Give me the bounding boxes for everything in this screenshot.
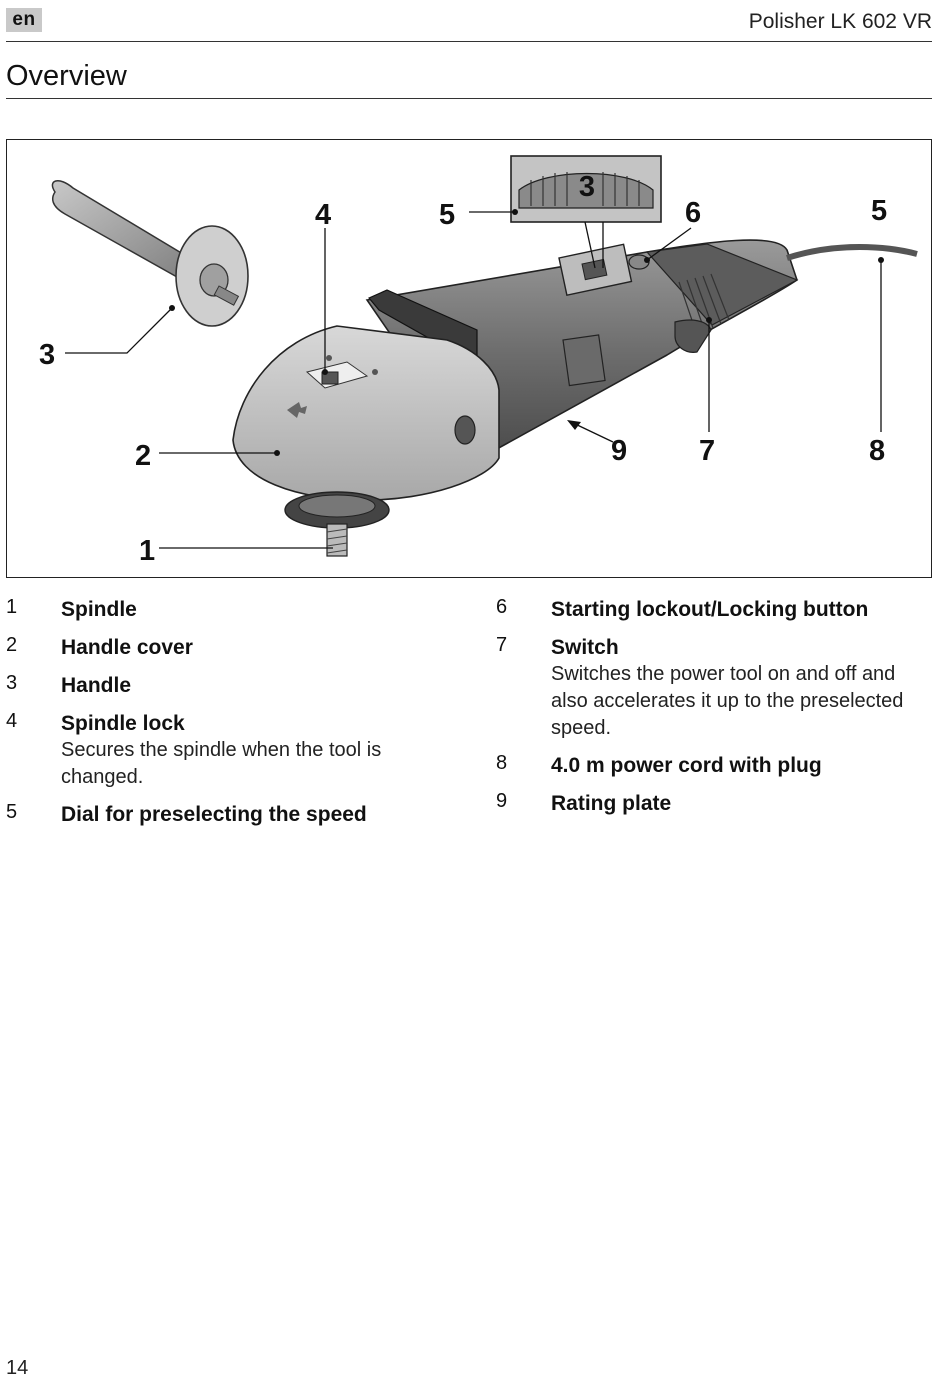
polisher-illustration: 3 1 2 3 4 5 5 6 7 — [39, 155, 918, 567]
section-rule — [6, 98, 932, 99]
legend-right-column: 6 Starting lockout/Locking button 7 Swit… — [496, 596, 936, 828]
legend-item-number: 3 — [6, 672, 18, 694]
legend-item: 6 Starting lockout/Locking button — [496, 596, 936, 624]
legend-item-label: Rating plate — [551, 792, 672, 815]
legend-item-label: Switch — [551, 636, 619, 659]
overview-figure: 3 1 2 3 4 5 5 6 7 — [6, 139, 932, 578]
legend-item: 7 Switch Switches the power tool on and … — [496, 634, 936, 742]
side-handle-drawing — [51, 180, 249, 327]
callout-4: 4 — [315, 199, 331, 231]
legend-item: 4 Spindle lock Secures the spindle when … — [6, 710, 426, 791]
callout-2: 2 — [135, 440, 151, 472]
dial-inset-number: 3 — [579, 171, 595, 203]
section-title: Overview — [6, 60, 127, 92]
legend-item: 1 Spindle — [6, 596, 426, 624]
legend-item-number: 4 — [6, 710, 18, 732]
legend-item: 3 Handle — [6, 672, 426, 700]
header-rule — [6, 41, 932, 42]
legend-item-label: Handle — [61, 674, 132, 697]
document-title: Polisher LK 602 VR — [748, 10, 932, 33]
gear-head-drawing — [232, 325, 500, 557]
legend-item: 5 Dial for preselecting the speed — [6, 801, 426, 829]
legend-item-label: 4.0 m power cord with plug — [551, 754, 822, 777]
callout-3: 3 — [39, 339, 55, 371]
legend-item: 9 Rating plate — [496, 790, 936, 818]
power-cord-drawing — [786, 244, 918, 261]
legend-item-number: 8 — [496, 752, 508, 774]
callout-5-cord: 5 — [871, 195, 887, 227]
legend-item: 8 4.0 m power cord with plug — [496, 752, 936, 780]
page-number: 14 — [6, 1357, 29, 1379]
callout-7: 7 — [699, 435, 715, 467]
dial-inset-drawing: 3 — [510, 155, 662, 223]
callout-1: 1 — [139, 535, 155, 567]
callout-9: 9 — [611, 435, 627, 467]
legend-item-number: 2 — [6, 634, 18, 656]
callout-5-dial: 5 — [439, 199, 455, 231]
legend-item: 2 Handle cover — [6, 634, 426, 662]
legend-item-label: Dial for preselecting the speed — [61, 803, 367, 826]
legend-item-label: Spindle — [61, 598, 137, 621]
legend-item-description: Secures the spindle when the tool is cha… — [61, 739, 382, 788]
legend-item-number: 6 — [496, 596, 508, 618]
legend-item-number: 7 — [496, 634, 508, 656]
legend-item-label: Spindle lock — [61, 712, 185, 735]
legend-left-column: 1 Spindle 2 Handle cover 3 Handle 4 Spin… — [6, 596, 426, 839]
legend-item-label: Handle cover — [61, 636, 193, 659]
legend-item-label: Starting lockout/Locking button — [551, 598, 869, 621]
language-badge: en — [6, 8, 42, 32]
callout-6: 6 — [685, 197, 701, 229]
legend-item-number: 9 — [496, 790, 508, 812]
callout-leader-lines — [65, 211, 882, 549]
legend-item-number: 5 — [6, 801, 18, 823]
callout-8: 8 — [869, 435, 885, 467]
legend-item-number: 1 — [6, 596, 18, 618]
legend-item-description: Switches the power tool on and off and a… — [551, 663, 904, 739]
